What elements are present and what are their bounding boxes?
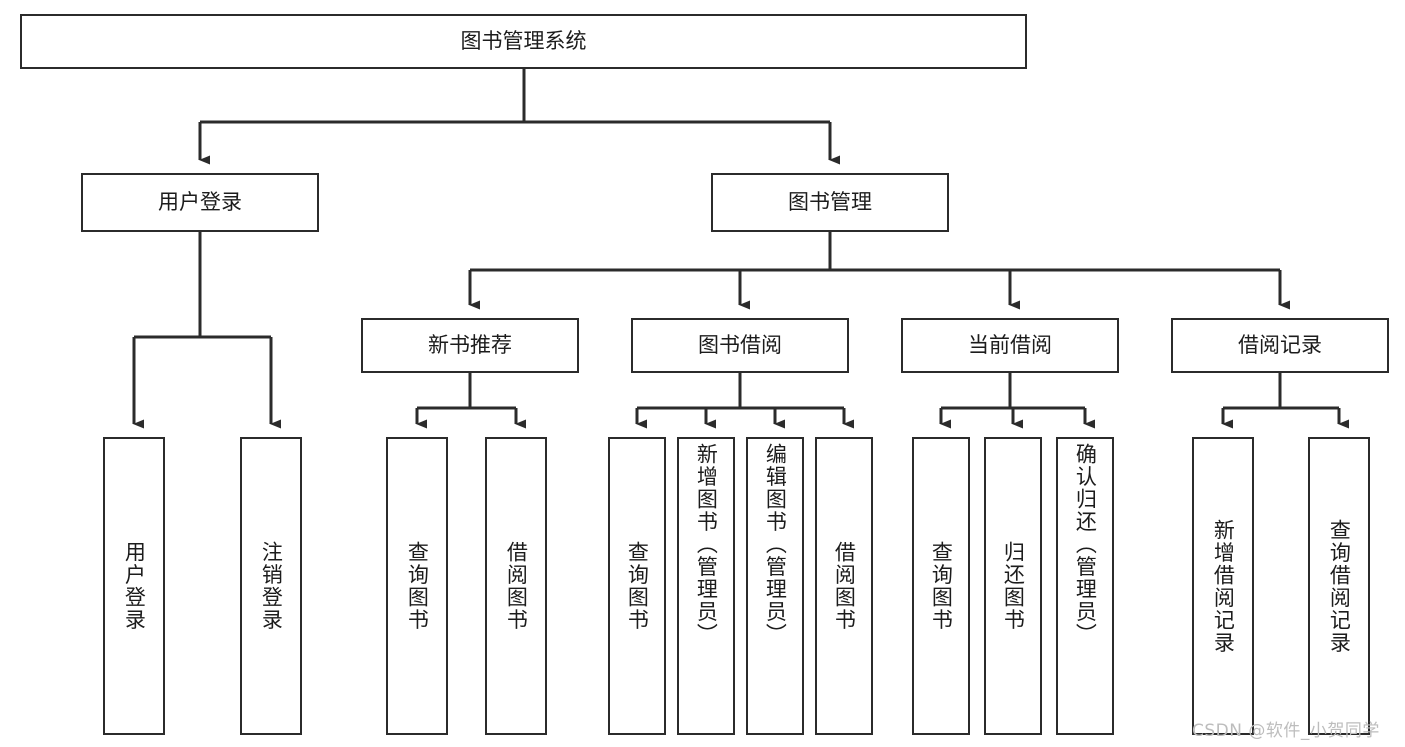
node-leaf-edit-book[interactable]: 编辑图书（管理员） bbox=[746, 437, 804, 735]
node-user-login-label: 用户登录 bbox=[158, 190, 242, 215]
node-leaf-query-books-rec-label: 查询图书 bbox=[405, 541, 430, 631]
node-book-borrow[interactable]: 图书借阅 bbox=[631, 318, 849, 373]
node-root[interactable]: 图书管理系统 bbox=[20, 14, 1027, 69]
node-leaf-add-book-label: 新增图书（管理员） bbox=[694, 443, 719, 646]
node-leaf-query-books-borrow[interactable]: 查询图书 bbox=[608, 437, 666, 735]
node-leaf-borrow-books-rec-label: 借阅图书 bbox=[504, 541, 529, 631]
node-leaf-logout-label: 注销登录 bbox=[259, 541, 284, 631]
node-borrow-records-label: 借阅记录 bbox=[1238, 333, 1322, 358]
node-leaf-query-books-borrow-label: 查询图书 bbox=[625, 541, 650, 631]
node-root-label: 图书管理系统 bbox=[460, 29, 587, 54]
node-book-management[interactable]: 图书管理 bbox=[711, 173, 949, 232]
node-leaf-return-book-label: 归还图书 bbox=[1001, 541, 1026, 631]
node-leaf-query-books-rec[interactable]: 查询图书 bbox=[386, 437, 448, 735]
node-new-book-recommend[interactable]: 新书推荐 bbox=[361, 318, 579, 373]
node-current-borrow-label: 当前借阅 bbox=[968, 333, 1052, 358]
node-leaf-user-login[interactable]: 用户登录 bbox=[103, 437, 165, 735]
node-borrow-records[interactable]: 借阅记录 bbox=[1171, 318, 1389, 373]
node-leaf-confirm-return[interactable]: 确认归还（管理员） bbox=[1056, 437, 1114, 735]
node-leaf-borrow-books-rec[interactable]: 借阅图书 bbox=[485, 437, 547, 735]
node-leaf-query-record[interactable]: 查询借阅记录 bbox=[1308, 437, 1370, 735]
node-leaf-add-record-label: 新增借阅记录 bbox=[1211, 518, 1236, 654]
node-leaf-borrow-book-label: 借阅图书 bbox=[832, 541, 857, 631]
node-user-login[interactable]: 用户登录 bbox=[81, 173, 319, 232]
node-leaf-add-record[interactable]: 新增借阅记录 bbox=[1192, 437, 1254, 735]
node-leaf-user-login-label: 用户登录 bbox=[122, 541, 147, 631]
node-leaf-query-books-current[interactable]: 查询图书 bbox=[912, 437, 970, 735]
node-leaf-edit-book-label: 编辑图书（管理员） bbox=[763, 443, 788, 646]
node-current-borrow[interactable]: 当前借阅 bbox=[901, 318, 1119, 373]
node-leaf-logout[interactable]: 注销登录 bbox=[240, 437, 302, 735]
node-new-book-recommend-label: 新书推荐 bbox=[428, 333, 512, 358]
node-leaf-confirm-return-label: 确认归还（管理员） bbox=[1073, 443, 1098, 646]
node-leaf-add-book[interactable]: 新增图书（管理员） bbox=[677, 437, 735, 735]
node-book-borrow-label: 图书借阅 bbox=[698, 333, 782, 358]
node-leaf-borrow-book[interactable]: 借阅图书 bbox=[815, 437, 873, 735]
watermark-text: CSDN @软件_小贺同学 bbox=[1192, 721, 1380, 741]
node-leaf-query-books-current-label: 查询图书 bbox=[929, 541, 954, 631]
node-leaf-query-record-label: 查询借阅记录 bbox=[1327, 518, 1352, 654]
node-leaf-return-book[interactable]: 归还图书 bbox=[984, 437, 1042, 735]
node-book-management-label: 图书管理 bbox=[788, 190, 872, 215]
